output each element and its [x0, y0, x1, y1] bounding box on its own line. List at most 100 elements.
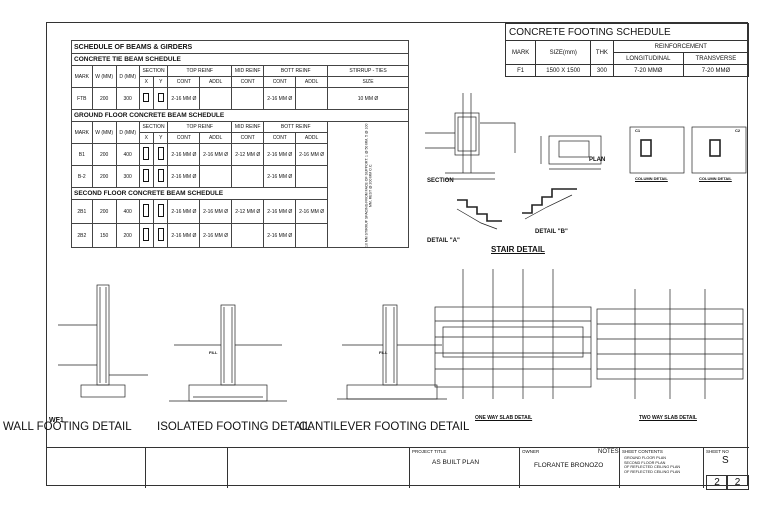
section-label: SECTION — [427, 178, 454, 184]
cell: 2-16 MM Ø — [263, 223, 297, 248]
tb-dates — [227, 448, 313, 488]
detail-a-drawing — [456, 199, 502, 230]
cell: F1 — [504, 64, 537, 77]
wall-footing-drawing — [58, 284, 148, 398]
sheet-total: 2 — [726, 475, 749, 490]
cell — [295, 223, 328, 248]
cell: B1 — [71, 143, 93, 166]
sub-y: Y — [153, 76, 169, 88]
cell — [199, 87, 233, 110]
wall-footing-title: WALL FOOTING DETAIL — [3, 421, 132, 433]
second-beam-title: SECOND FLOOR CONCRETE BEAM SCHEDULE — [71, 187, 328, 200]
one-way-slab-drawing — [434, 269, 592, 399]
cell: 2-16 MM Ø — [199, 199, 233, 224]
hdr-w: W (MM) — [91, 65, 117, 88]
cell: 2-16 MM Ø — [263, 143, 297, 166]
cantilever-footing-drawing — [337, 304, 447, 400]
list-item: OF REFLECTED CEILING PLAN — [624, 469, 681, 474]
sheet-number: 2 — [706, 475, 728, 490]
cell: 1500 X 1500 — [535, 64, 592, 77]
hdr-stirrup: STIRRUP - TIES — [327, 65, 409, 77]
cell — [295, 165, 328, 188]
sheet-letter: S — [722, 455, 729, 466]
detail-b-label: DETAIL "B" — [535, 229, 568, 235]
cell: 2-16 MM Ø — [167, 199, 201, 224]
fs-hdr-thk: THK — [590, 40, 614, 65]
fs-hdr-mark: MARK — [504, 40, 537, 65]
cell: 7-20 MMØ — [612, 64, 684, 77]
sub-x: X — [138, 132, 155, 144]
cell: 2-16 MM Ø — [167, 223, 201, 248]
cell: 2B2 — [71, 223, 93, 248]
sub-cont: CONT — [167, 76, 201, 88]
two-way-slab-label: TWO WAY SLAB DETAIL — [639, 415, 697, 421]
table-row: FTB 200 300 2-16 MM Ø 2-16 MM Ø 10 MM Ø — [71, 87, 409, 110]
fs-hdr-reinf: REINFORCEMENT — [612, 40, 750, 53]
isolated-footing-title: ISOLATED FOOTING DETAIL — [157, 421, 312, 433]
detail-b-drawing — [522, 188, 577, 220]
section-y-icon — [153, 143, 169, 166]
cell — [231, 165, 265, 188]
section-y-icon — [153, 199, 169, 224]
sub-cont: CONT — [263, 76, 297, 88]
hdr-bott: BOTT REINF — [263, 121, 328, 133]
table-row: B-2 200 300 2-16 MM Ø 2-16 MM Ø — [71, 165, 409, 188]
stair-section-drawing — [425, 93, 516, 180]
cell: 200 — [91, 199, 117, 224]
cell: 10 MM Ø — [327, 87, 409, 110]
sheet-no-label: SHEET NO — [706, 449, 729, 454]
cell — [199, 165, 233, 188]
hdr-d: D (MM) — [115, 65, 140, 88]
cell: 2-16 MM Ø — [263, 199, 297, 224]
cell: 200 — [91, 87, 117, 110]
tb-sheet-no: SHEET NO S 2 2 — [703, 448, 749, 490]
stair-plan-drawing — [540, 135, 602, 170]
notes-label: NOTES — [598, 449, 619, 455]
sub-x: X — [138, 76, 155, 88]
section-x-icon — [138, 87, 155, 110]
hdr-d: D (MM) — [115, 121, 140, 144]
hdr-mark: MARK — [71, 65, 93, 88]
sub-addl: ADDL — [295, 76, 328, 88]
cell: 2-16 MM Ø — [295, 143, 328, 166]
footing-schedule-table: CONCRETE FOOTING SCHEDULE MARK SIZE(mm) … — [504, 23, 750, 77]
isolated-footing-drawing — [169, 304, 287, 402]
ground-beam-title: GROUND FLOOR CONCRETE BEAM SCHEDULE — [71, 109, 409, 122]
section-y-icon — [153, 87, 169, 110]
drawing-sheet: SCHEDULE OF BEAMS & GIRDERS CONCRETE TIE… — [3, 22, 750, 490]
section-x-icon — [138, 199, 155, 224]
title-block: PROJECT TITLE AS BUILT PLAN OWNER NOTES … — [47, 447, 749, 490]
hdr-top: TOP REINF — [167, 121, 233, 133]
sub-addl: ADDL — [199, 132, 233, 144]
cell: 2-16 MM Ø — [263, 87, 297, 110]
column-detail-drawing — [629, 126, 747, 174]
cell — [231, 87, 265, 110]
detail-a-label: DETAIL "A" — [427, 238, 460, 244]
cell: FTB — [71, 87, 93, 110]
section-x-icon — [138, 223, 155, 248]
list-item: GROUND FLOOR PLAN — [624, 456, 666, 460]
sub-cont: CONT — [263, 132, 297, 144]
project-title-label: PROJECT TITLE — [412, 449, 447, 454]
cell: 300 — [115, 87, 140, 110]
cell: 2-16 MM Ø — [199, 143, 233, 166]
cell: 2-12 MM Ø — [231, 199, 265, 224]
footing-schedule-title: CONCRETE FOOTING SCHEDULE — [505, 23, 749, 41]
section-y-icon — [153, 165, 169, 188]
beam-schedule-title: SCHEDULE OF BEAMS & GIRDERS — [71, 40, 409, 54]
hdr-section: SECTION — [138, 65, 169, 77]
column-mark-c1: C1 — [635, 128, 641, 133]
cell: 2-12 MM Ø — [231, 143, 265, 166]
wf1-label: WF1 — [49, 417, 64, 424]
cell — [295, 87, 328, 110]
fs-hdr-trans: TRANSVERSE — [682, 52, 750, 65]
cell: 300 — [115, 165, 140, 188]
cantilever-footing-title: CANTILEVER FOOTING DETAIL — [299, 421, 470, 433]
one-way-slab-label: ONE WAY SLAB DETAIL — [475, 415, 533, 421]
cell: 7-20 MMØ — [682, 64, 750, 77]
hdr-mid: MID REINF — [231, 121, 265, 133]
tie-beam-title: CONCRETE TIE BEAM SCHEDULE — [71, 53, 409, 66]
sub-y: Y — [153, 132, 169, 144]
column-mark-c2: C2 — [735, 128, 741, 133]
project-title: AS BUILT PLAN — [432, 459, 480, 466]
